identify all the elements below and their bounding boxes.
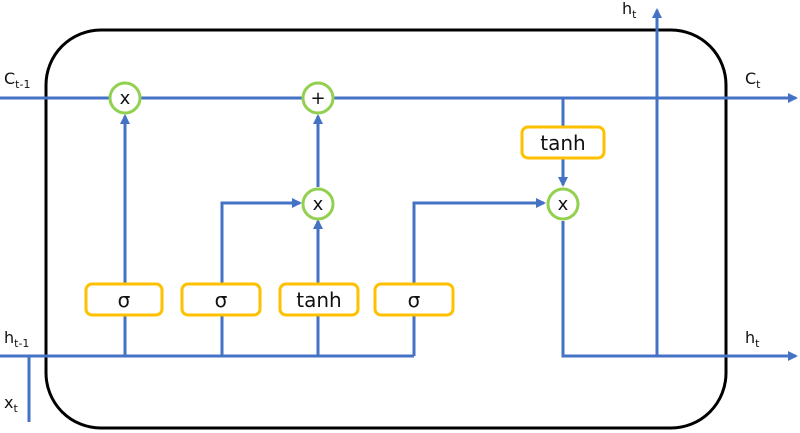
svg-text:σ: σ [408, 288, 421, 312]
x-in-label: xt [4, 393, 18, 415]
output-gate-box: σ [373, 282, 455, 317]
h-prev-label: ht-1 [4, 328, 29, 350]
input-gate-box: σ [180, 282, 262, 317]
svg-text:tanh: tanh [296, 288, 341, 312]
h-out-top-label: ht [622, 0, 637, 21]
c-prev-label: Ct-1 [4, 69, 30, 91]
forget-gate-box: σ [84, 282, 164, 317]
c-next-label: Ct [745, 69, 761, 91]
svg-text:σ: σ [118, 288, 131, 312]
input-gate-line [220, 198, 302, 356]
forget-mult-op: x [108, 81, 142, 115]
hidden-output-line [561, 221, 798, 361]
output-gate-line [412, 198, 546, 356]
cell-tanh-box: tanh [520, 125, 606, 160]
svg-text:x: x [120, 88, 131, 109]
svg-text:x: x [558, 194, 569, 215]
output-mult-op: x [546, 187, 580, 221]
cell-boundary [44, 28, 728, 430]
svg-text:x: x [313, 194, 324, 215]
svg-text:σ: σ [215, 288, 228, 312]
candidate-gate-box: tanh [278, 282, 360, 317]
svg-text:+: + [310, 88, 325, 109]
input-mult-op: x [301, 187, 335, 221]
svg-text:tanh: tanh [540, 131, 585, 155]
h-out-right-label: ht [745, 328, 760, 350]
cell-add-op: + [301, 81, 335, 115]
